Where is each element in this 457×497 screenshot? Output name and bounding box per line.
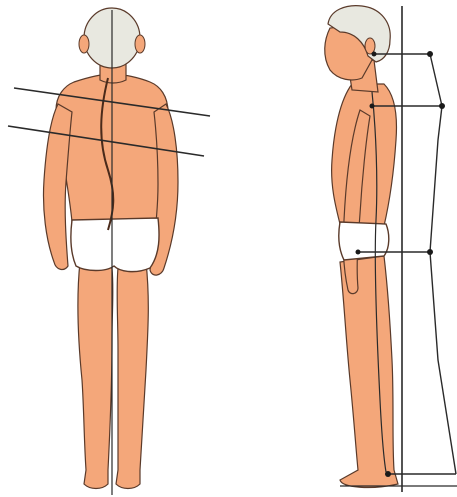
side-view-figure bbox=[325, 6, 457, 492]
point-head bbox=[427, 51, 433, 57]
point-body-hip bbox=[356, 250, 361, 255]
point-heel bbox=[385, 471, 391, 477]
back-underwear bbox=[71, 218, 159, 272]
back-left-leg bbox=[78, 262, 113, 489]
point-hip bbox=[427, 249, 433, 255]
point-body-shoulder bbox=[370, 104, 375, 109]
side-underwear bbox=[339, 222, 389, 260]
back-right-leg bbox=[116, 262, 148, 489]
point-shoulder bbox=[439, 103, 445, 109]
back-left-ear bbox=[79, 35, 89, 53]
point-body-head bbox=[372, 52, 377, 57]
posture-profile-line bbox=[430, 54, 456, 474]
back-view-figure bbox=[8, 8, 210, 495]
back-right-ear bbox=[135, 35, 145, 53]
